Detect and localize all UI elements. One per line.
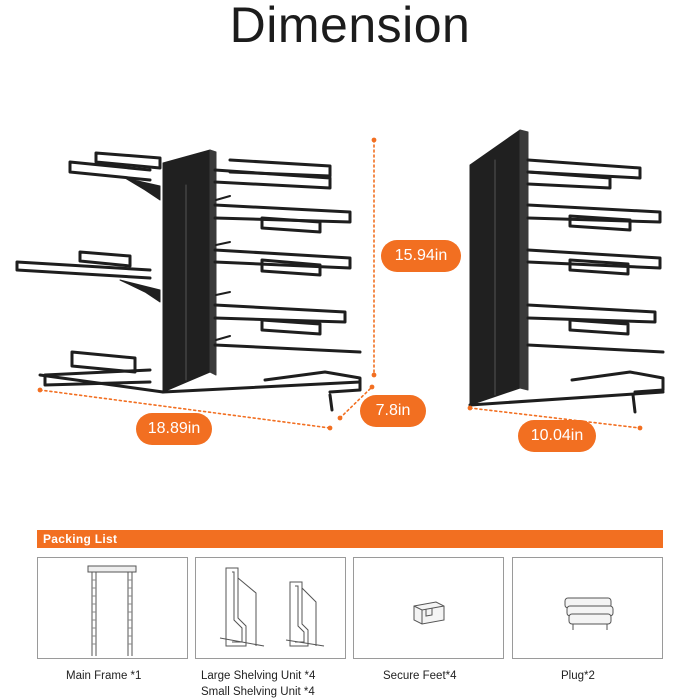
- plug-icon: [564, 597, 614, 630]
- large-shelving-unit-label: Large Shelving Unit *4: [201, 670, 316, 682]
- main-frame-label: Main Frame *1: [66, 670, 142, 682]
- page-title: Dimension: [229, 0, 471, 53]
- shelving-unit-icon: [219, 567, 325, 647]
- secure-feet-label: Secure Feet*4: [383, 670, 457, 682]
- shelving-unit-box: [195, 557, 346, 659]
- small-shelving-unit-label: Small Shelving Unit *4: [201, 686, 315, 698]
- secure-feet-box: [353, 557, 504, 659]
- packing-list-bar: Packing List: [37, 530, 663, 548]
- height-dimension-label: 15.94in: [381, 240, 461, 272]
- main-frame-icon: [87, 565, 137, 656]
- depth-dimension-label: 7.8in: [360, 395, 426, 427]
- plug-label: Plug*2: [561, 670, 595, 682]
- secure-feet-icon: [413, 601, 445, 625]
- rack-illustration: [15, 129, 665, 431]
- width-dimension-label: 18.89in: [136, 413, 212, 445]
- plug-box: [512, 557, 663, 659]
- single-rack-icon: [468, 129, 665, 414]
- double-rack-icon: [15, 149, 362, 412]
- single-width-dimension-label: 10.04in: [518, 420, 596, 452]
- packing-list-title: Packing List: [43, 532, 118, 546]
- main-frame-box: [37, 557, 188, 659]
